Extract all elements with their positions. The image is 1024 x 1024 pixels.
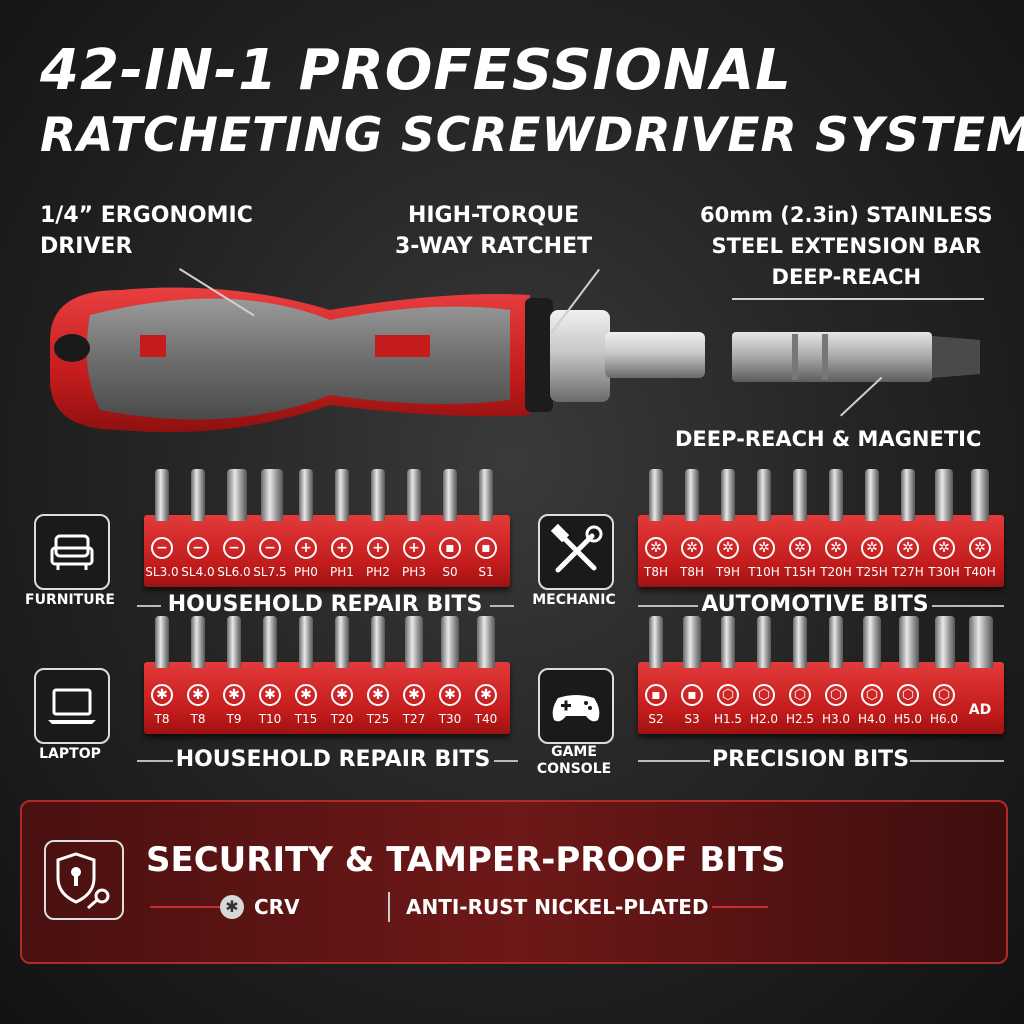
- tray-slot: ✱T27: [396, 684, 432, 726]
- tray-slot: ✱T30: [432, 684, 468, 726]
- tray-slot: ✱T15: [288, 684, 324, 726]
- tray-slot: ✲T8H: [674, 537, 710, 579]
- tray-slot: ⬡H2.5: [782, 684, 818, 726]
- household-repair-bits-tray: −SL3.0 −SL4.0 −SL6.0 −SL7.5 +PH0 +PH1 +P…: [144, 469, 510, 587]
- magnetic-callout: DEEP-REACH & MAGNETIC: [675, 427, 982, 451]
- precision-bits-label: PRECISION BITS: [712, 747, 910, 772]
- laptop-label: LAPTOP: [39, 746, 101, 762]
- headline-title: 42-IN-1 PROFESSIONAL: [40, 38, 792, 103]
- tray-slot: ✲T20H: [818, 537, 854, 579]
- tray-slot: −SL7.5: [252, 537, 288, 579]
- torx-icon: ✱: [220, 895, 244, 919]
- headline-subtitle: RATCHETING SCREWDRIVER SYSTEM: [40, 108, 1024, 163]
- automotive-bits-label: AUTOMOTIVE BITS: [701, 592, 929, 617]
- tray-slot: +PH3: [396, 537, 432, 579]
- tray-slot: ⬡H2.0: [746, 684, 782, 726]
- section-divider: [494, 760, 518, 762]
- automotive-bits-tray: ✲T8H ✲T8H ✲T9H ✲T10H ✲T15H ✲T20H ✲T25H ✲…: [638, 469, 1004, 587]
- extension-callout: 60mm (2.3in) STAINLESS STEEL EXTENSION B…: [700, 203, 993, 289]
- tray-slot: AD: [968, 702, 992, 718]
- armchair-icon: [34, 514, 110, 590]
- mechanic-label: MECHANIC: [532, 592, 616, 608]
- tray-slot: ✱T8: [144, 684, 180, 726]
- banner-divider: [150, 906, 220, 908]
- section-divider: [638, 605, 698, 607]
- tray-slot: +PH1: [324, 537, 360, 579]
- tray-slot: ✱T20: [324, 684, 360, 726]
- tray-slot: ✱T40: [468, 684, 504, 726]
- furniture-label: FURNITURE: [25, 592, 115, 608]
- tray-slot: ✱T10: [252, 684, 288, 726]
- tray-slot: ✲T15H: [782, 537, 818, 579]
- tray-slot: +PH2: [360, 537, 396, 579]
- extension-length-line: [732, 298, 984, 300]
- tray-slot: ✲T30H: [926, 537, 962, 579]
- tray-slot: ✲T40H: [962, 537, 998, 579]
- tray-slot: ✱T8: [180, 684, 216, 726]
- tray-slot: ⬡H1.5: [710, 684, 746, 726]
- wrench-hammer-icon: [538, 514, 614, 590]
- tray-slot: −SL6.0: [216, 537, 252, 579]
- tray-slot: −SL3.0: [144, 537, 180, 579]
- coating-label: ANTI-RUST NICKEL-PLATED: [406, 895, 709, 919]
- tray-bits: [638, 612, 1004, 668]
- tray-slot: ▪S0: [432, 537, 468, 579]
- household-repair-bits-label-2: HOUSEHOLD REPAIR BITS: [175, 747, 491, 772]
- tray-bits: [144, 465, 510, 521]
- tray-slot: ▪S3: [674, 684, 710, 726]
- household-repair-bits-label: HOUSEHOLD REPAIR BITS: [167, 592, 483, 617]
- tray-slot: ✲T25H: [854, 537, 890, 579]
- banner-divider: [712, 906, 768, 908]
- screwdriver-illustration: [50, 287, 705, 433]
- section-divider: [490, 605, 514, 607]
- section-divider: [638, 760, 710, 762]
- tray-slot: ✲T27H: [890, 537, 926, 579]
- tray-slot: ✲T10H: [746, 537, 782, 579]
- ratchet-callout: HIGH-TORQUE 3-WAY RATCHET: [395, 203, 593, 259]
- tray-bits: [144, 612, 510, 668]
- driver-callout: 1/4” ERGONOMIC DRIVER: [40, 203, 253, 259]
- section-divider: [932, 605, 1004, 607]
- tray-slot: ✲T9H: [710, 537, 746, 579]
- banner-title: SECURITY & TAMPER-PROOF BITS: [146, 840, 786, 880]
- security-bits-banner: SECURITY & TAMPER-PROOF BITS ✱ CRV ANTI-…: [20, 800, 1008, 964]
- laptop-icon: [34, 668, 110, 744]
- section-divider: [137, 760, 173, 762]
- tray-slot: −SL4.0: [180, 537, 216, 579]
- tray-slot: ▪S2: [638, 684, 674, 726]
- tray-bits: [638, 465, 1004, 521]
- banner-separator: [388, 892, 390, 922]
- extension-bar-illustration: [732, 332, 980, 382]
- household-repair-bits-tray-2: ✱T8 ✱T8 ✱T9 ✱T10 ✱T15 ✱T20 ✱T25 ✱T27 ✱T3…: [144, 616, 510, 734]
- material-label: CRV: [254, 895, 300, 919]
- section-divider: [137, 605, 161, 607]
- tray-slot: ▪S1: [468, 537, 504, 579]
- tray-slot: ✱T25: [360, 684, 396, 726]
- tray-slot: ⬡H3.0: [818, 684, 854, 726]
- tray-slot: ⬡H6.0: [926, 684, 962, 726]
- game-controller-icon: [538, 668, 614, 744]
- tray-slot: ⬡H5.0: [890, 684, 926, 726]
- game-console-label: GAME CONSOLE: [536, 744, 612, 777]
- tray-slot: +PH0: [288, 537, 324, 579]
- tray-slot: ⬡H4.0: [854, 684, 890, 726]
- tray-slot: ✲T8H: [638, 537, 674, 579]
- shield-keyhole-icon: [44, 840, 124, 920]
- tray-slot: ✱T9: [216, 684, 252, 726]
- precision-bits-tray: ▪S2 ▪S3 ⬡H1.5 ⬡H2.0 ⬡H2.5 ⬡H3.0 ⬡H4.0 ⬡H…: [638, 616, 1004, 734]
- section-divider: [910, 760, 1004, 762]
